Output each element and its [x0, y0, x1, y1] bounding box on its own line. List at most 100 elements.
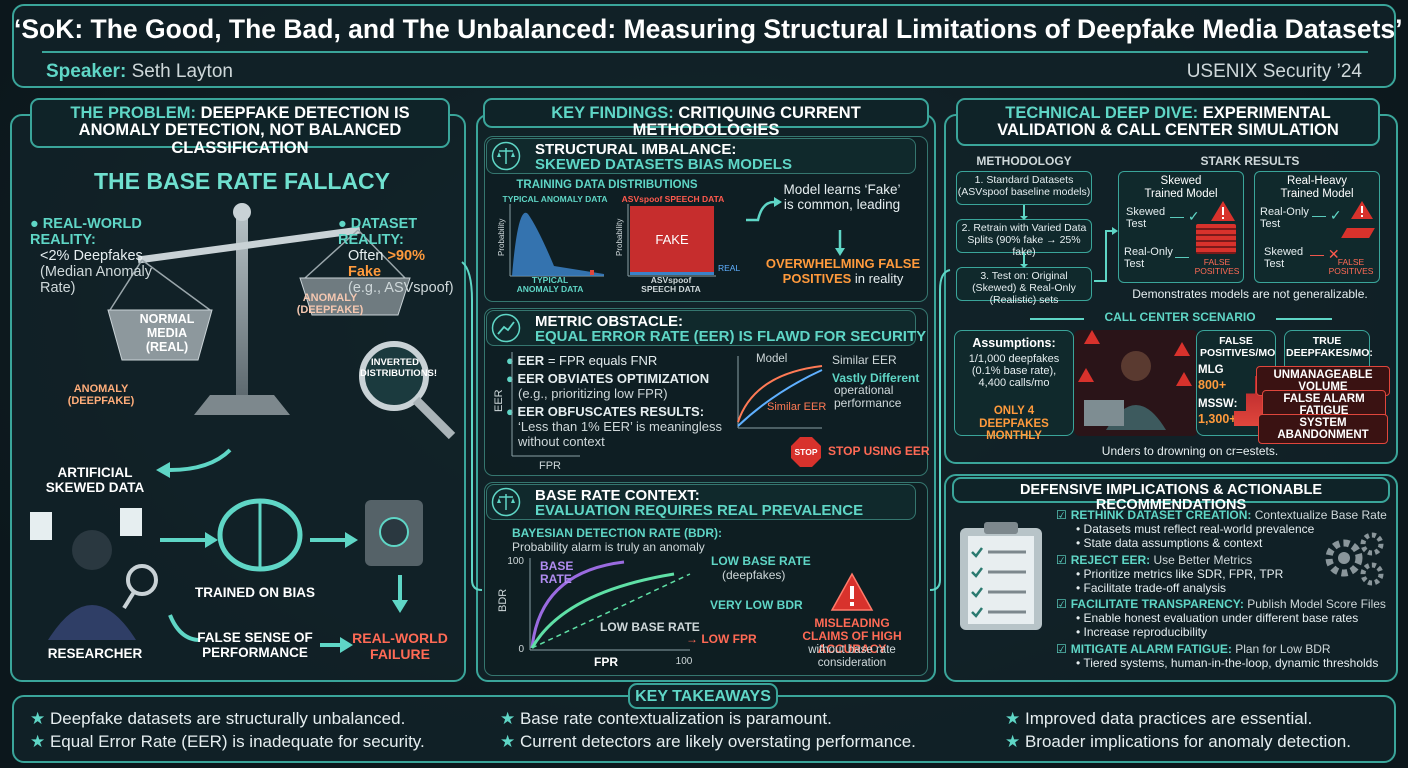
bdr-fpr-axis: FPR [594, 655, 618, 669]
fp-stack-2 [1341, 228, 1375, 238]
eer-axis-label: EER [493, 389, 505, 412]
speaker-name: Seth Layton [131, 61, 233, 82]
realheavy-check: — ✓ [1312, 207, 1342, 223]
bdr-y-100: 100 [507, 556, 524, 567]
eer-curves [737, 356, 823, 429]
base-title: BASE RATE CONTEXT: EVALUATION REQUIRES R… [486, 484, 916, 520]
metric-b3: ● EER OBFUSCATES RESULTS: [506, 403, 705, 419]
realheavy-warn-icon [1351, 201, 1373, 219]
mssw-value: 1,300+ [1198, 412, 1237, 426]
call-center-line-2 [1276, 318, 1332, 320]
takeaway-1: ★ Deepfake datasets are structurally unb… [30, 709, 406, 728]
normal-media-label: NORMAL MEDIA (REAL) [139, 312, 195, 354]
mlg-value: 800+ [1198, 378, 1227, 392]
rec-4-b1: • Tiered systems, human-in-the-loop, dyn… [1076, 656, 1379, 671]
realheavy-model-card [1254, 171, 1380, 283]
trained-label: TRAINED ON BIAS [194, 585, 315, 600]
speaker: Speaker: Seth Layton [46, 61, 233, 83]
bdr-sub: Probability alarm is truly an anomaly [512, 540, 705, 554]
distribution-charts: Probability Probability FAKE REAL [497, 204, 740, 277]
title-divider [42, 51, 1368, 53]
real-world-title: ● REAL-WORLD REALITY: [30, 216, 142, 248]
rec-3: ☑FACILITATE TRANSPARENCY: Publish Model … [1056, 597, 1396, 640]
typical-top: TYPICAL ANOMALY DATA [502, 194, 608, 204]
takeaway-3: ★ Base rate contextualization is paramou… [500, 709, 832, 728]
method-step-1[interactable]: 1. Standard Datasets (ASVspoof baseline … [956, 171, 1092, 205]
call-center-line [1030, 318, 1084, 320]
assumptions-title: Assumptions: [972, 336, 1056, 350]
deepfakes-label: (deepfakes) [722, 568, 786, 582]
imbalance-title2: SKEWED DATASETS BIAS MODELS [535, 156, 792, 173]
warning-icon [830, 572, 874, 611]
low-base-rate-label: LOW BASE RATE [711, 554, 811, 568]
gears-icon [1325, 532, 1384, 586]
rec-3-b1: • Enable honest evaluation under differe… [1076, 611, 1359, 626]
takeaways-heading: KEY TAKEAWAYS [628, 683, 778, 709]
technical-heading-b: EXPERIMENTAL VALIDATION & CALL CENTER SI… [997, 104, 1339, 140]
anomaly-left-label: ANOMALY (DEEPFAKE) [67, 383, 135, 407]
trend-icon [491, 313, 521, 343]
fpr-axis-label: FPR [539, 460, 561, 472]
similar-bottom: Similar EER [767, 401, 827, 413]
scales-icon-2 [491, 487, 521, 517]
base-title1: BASE RATE CONTEXT: [535, 487, 700, 504]
imbalance-title: STRUCTURAL IMBALANCE: SKEWED DATASETS BI… [486, 138, 916, 174]
metric-title2: EQUAL ERROR RATE (EER) IS FLAWD FOR SECU… [535, 328, 927, 345]
method-step-3[interactable]: 3. Test on: Original (Skewed) & Real-Onl… [956, 267, 1092, 306]
without-label: without base rate consideration [808, 644, 896, 669]
false-pos-2: FALSE POSITIVES [1328, 257, 1374, 277]
rec-1-b1: • Datasets must reflect real-world preva… [1076, 521, 1315, 536]
problem-heading: THE PROBLEM: DEEPFAKE DETECTION IS ANOMA… [30, 98, 450, 156]
prob-axis-1: Probability [497, 219, 506, 256]
researcher-label: RESEARCHER [47, 646, 143, 661]
realonly-test-label: Real-Only Test [1124, 246, 1173, 271]
stop-sign[interactable]: STOP [791, 437, 821, 467]
poster-title: ‘SoK: The Good, The Bad, and The Unbalan… [14, 14, 1403, 44]
realonly-dash: — [1175, 248, 1189, 264]
venue: USENIX Security ’24 [1186, 61, 1362, 82]
anomaly-pan-label: ANOMALY (DEEPFAKE) [296, 292, 364, 316]
dataset-l1: Often >90% Fake [348, 247, 425, 280]
learns-text: Model learns ‘Fake’ is common, leading [783, 182, 901, 212]
panel-connectors [461, 261, 951, 591]
operational-label: operational performance [834, 383, 902, 411]
takeaway-4: ★ Current detectors are likely overstati… [500, 732, 916, 751]
findings-heading-a: KEY FINDINGS: [551, 104, 674, 122]
bdr-title: BAYESIAN DETECTION RATE (BDR): [512, 526, 723, 540]
dataset-reality: ● DATASET REALITY: Often >90% Fake (e.g.… [338, 216, 458, 297]
rec-2-b2: • Facilitate trade-off analysis [1076, 580, 1227, 595]
unders-text: Unders to drowning on cr=estets. [1101, 444, 1279, 458]
inverted-label: INVERTED DISTRIBUTIONS! [360, 357, 438, 379]
typical-bottom: TYPICAL ANOMALY DATA [516, 275, 584, 295]
false-pos-1: FALSE POSITIVES [1194, 257, 1240, 277]
asv-top: ASVspoof SPEECH DATA [621, 194, 725, 204]
imbalance-title1: STRUCTURAL IMBALANCE: [535, 141, 737, 158]
problem-heading-b: DEEPFAKE DETECTION IS ANOMALY DETECTION,… [78, 104, 410, 157]
rec-1: ☑RETHINK DATASET CREATION: Contextualize… [1056, 508, 1396, 551]
findings-heading-b: CRITIQUING CURRENT METHODOLOGIES [632, 104, 861, 140]
rec-2: ☑REJECT EER: Use Better Metrics • Priori… [1056, 553, 1396, 596]
asv-bottom: ASVspoof SPEECH DATA [641, 275, 701, 295]
skewed-test-label: Skewed Test [1126, 206, 1166, 231]
title-bar: ‘SoK: The Good, The Bad, and The Unbalan… [12, 4, 1403, 88]
model-label: Model [756, 353, 788, 365]
bdr-x-100: 100 [676, 656, 693, 667]
real-world-failure-label: REAL-WORLD FAILURE [352, 630, 448, 662]
skewed-warn-icon [1211, 201, 1235, 221]
base-title2: EVALUATION REQUIRES REAL PREVALENCE [535, 502, 864, 519]
misleading-label: MISLEADING CLAIMS OF HIGH ACCURACY [802, 616, 902, 657]
bdr-axis: BDR [497, 589, 509, 612]
takeaway-2: ★ Equal Error Rate (EER) is inadequate f… [30, 732, 425, 751]
realheavy-cross: — ✕ [1310, 246, 1340, 262]
speaker-label: Speaker: [46, 61, 127, 82]
mssw-label: MSSW: [1198, 398, 1238, 410]
realonly-test2-label: Real-Only Test [1260, 206, 1309, 231]
scales-icon [491, 141, 521, 171]
fp-stack-1 [1196, 224, 1236, 254]
real-world-l1: <2% Deepfakes [40, 247, 143, 264]
result-abandonment: SYSTEM ABANDONMENT [1258, 414, 1388, 444]
stop-using-label: STOP USING EER [828, 444, 930, 458]
assumptions-text: 1/1,000 deepfakes (0.1% base rate), 4,40… [968, 353, 1060, 390]
skewed-check: — ✓ [1170, 208, 1200, 224]
rec-2-b1: • Prioritize metrics like SDR, FPR, TPR [1076, 566, 1284, 581]
